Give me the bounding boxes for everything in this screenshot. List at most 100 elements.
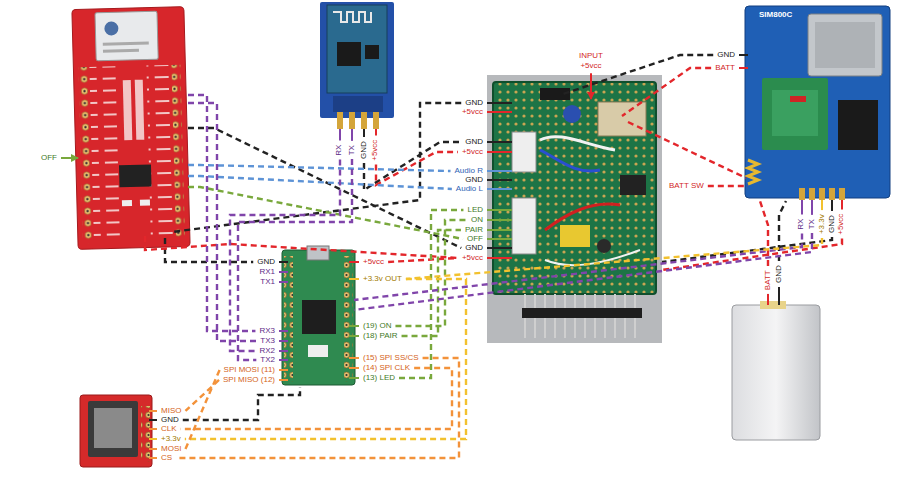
pin-lead [279,359,288,361]
hc05-module [333,96,383,112]
pin-label: Audio L [455,185,484,193]
input-note: +5vcc [579,62,602,70]
pin-label: GND [716,51,736,59]
protoboard-photo [522,294,642,338]
pin-lead [279,350,288,352]
bc127-board [72,7,190,250]
bc127-board [78,67,92,243]
pin-label: GND [256,258,276,266]
bc127-board [89,66,120,243]
microsd-breakout [94,408,132,448]
pin-lead [149,410,157,412]
pin-lead [487,229,512,231]
jumper-wire [188,95,255,331]
teensy-board [282,246,355,385]
pin-label: RX3 [258,327,276,335]
pin-lead [487,102,512,104]
pin-label: BATT [764,269,772,291]
pin-lead [487,179,512,181]
pin-lead [149,457,157,459]
pin-label: +5vcc [461,254,484,262]
jumper-wire [388,258,458,262]
bc127-board [135,80,145,140]
pin-label: RX2 [258,347,276,355]
jumper-wire [185,380,219,411]
pin-lead [801,200,803,214]
protoboard-photo [487,75,662,343]
bc127-board [140,200,150,206]
protoboard-photo [563,105,581,123]
sim800c-board [745,6,890,198]
pin-label: +3.3v [160,435,182,443]
pin-label: RX [336,143,344,156]
pin-label: MISO [160,407,182,415]
pin-lead [279,271,288,273]
lipo-battery [760,301,786,309]
sim800c-board [839,188,845,200]
pin-label: BATT SW [668,182,705,190]
pin-label: (15) SPI SS/CS [362,354,420,362]
teensy-board [344,256,353,382]
pin-lead [487,257,512,259]
pin-lead [349,325,359,327]
pin-lead [841,200,843,209]
sim800c-board [829,188,835,200]
microsd-breakout [141,406,150,462]
pin-label: +5vcc [372,138,380,161]
pin-lead [349,357,359,359]
pin-label: +5vcc [461,148,484,156]
pin-label: GND [464,176,484,184]
lipo-battery [732,301,820,440]
bc127-board [104,21,118,35]
module-board: SIM800C [745,6,890,198]
pin-lead [349,335,359,337]
pin-lead [487,151,512,153]
microsd-breakout [88,401,138,457]
sim800c-board [838,100,878,150]
jumper-wire [760,201,768,266]
protoboard-photo [620,175,646,195]
protoboard-photo [545,204,620,230]
jumper-wire [230,160,340,351]
pin-lead [487,219,512,221]
lipo-battery [732,305,820,440]
sim800c-board [819,188,825,200]
bc127-board [119,164,152,187]
teensy-board [307,246,329,260]
bc127-board [72,7,190,250]
pin-lead [778,287,780,305]
pin-label: GND [775,264,783,284]
pin-label: PAIR [464,226,484,234]
jumper-wire [560,55,713,95]
pin-lead [149,448,157,450]
pin-lead [739,67,748,69]
pin-label: GND [464,138,484,146]
pin-label: CS [160,454,173,462]
pointer-arrow [590,73,592,99]
jumper-wire [238,159,352,360]
protoboard-photo [487,75,662,343]
jumper-wire [708,185,748,187]
hc05-module [333,12,371,22]
input-note: INPUT [578,52,604,60]
sim800c-board [799,188,805,200]
wire-group [61,55,842,458]
pin-lead [487,247,512,249]
protoboard-photo [540,137,615,150]
jumper-wire [622,68,711,116]
protoboard-photo [545,250,640,265]
sim800c-board [748,160,758,184]
jumper-wire [188,165,451,171]
pin-lead [767,294,769,305]
pin-label: GND [360,140,368,160]
protoboard-photo [560,225,590,247]
pin-label: (18) PAIR [362,332,399,340]
microsd-breakout [80,395,152,467]
pin-label: RX1 [258,268,276,276]
pin-lead [339,129,341,140]
pin-label: TX [348,144,356,156]
pin-label: ON [470,216,484,224]
jumper-wire [145,236,458,258]
